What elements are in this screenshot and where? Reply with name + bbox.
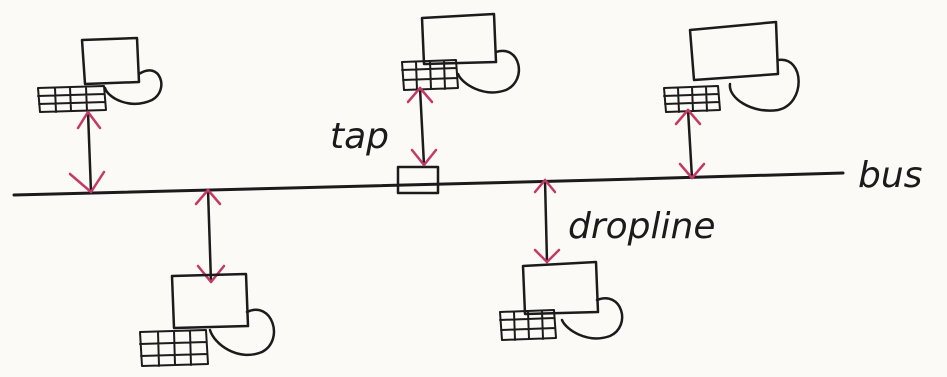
mouse-cord: [103, 69, 163, 105]
tap-label: tap: [330, 116, 389, 157]
dropline: [543, 178, 549, 264]
arrow-head-up: [406, 86, 434, 104]
mouse-cord: [208, 308, 276, 357]
arrow-head-down: [678, 162, 706, 180]
monitor: [80, 36, 141, 86]
dropline: [418, 86, 426, 167]
arrow-head-up: [533, 178, 557, 194]
mouse-cord: [728, 58, 800, 112]
arrow-head-up: [194, 188, 222, 206]
bus-label: bus: [858, 155, 922, 196]
bus-line: [12, 171, 845, 197]
keyboard: [499, 309, 557, 341]
keyboard: [37, 85, 107, 113]
computer-2: [139, 188, 276, 367]
arrow-head-down: [196, 264, 226, 284]
mouse-cord: [456, 49, 521, 94]
monitor: [688, 20, 780, 82]
computer-5: [663, 20, 800, 180]
mouse-cord: [560, 297, 624, 340]
monitor: [420, 12, 498, 66]
dropline: [206, 188, 213, 284]
computer-4: [499, 178, 624, 341]
computer-3: [401, 12, 521, 167]
arrow-head-down: [533, 248, 561, 264]
arrow-head-up: [674, 108, 702, 126]
dropline: [686, 108, 694, 180]
tap-box: [396, 165, 440, 195]
dropline: [86, 110, 93, 194]
computer-1: [37, 36, 163, 194]
arrow-head-down: [410, 148, 438, 167]
keyboard: [139, 329, 209, 367]
keyboard: [401, 59, 459, 91]
monitor: [521, 260, 600, 316]
keyboard: [663, 85, 721, 113]
arrow-head-down: [68, 170, 106, 194]
dropline-label: dropline: [568, 206, 716, 247]
monitor: [170, 272, 250, 330]
arrow-head-up: [76, 110, 102, 130]
